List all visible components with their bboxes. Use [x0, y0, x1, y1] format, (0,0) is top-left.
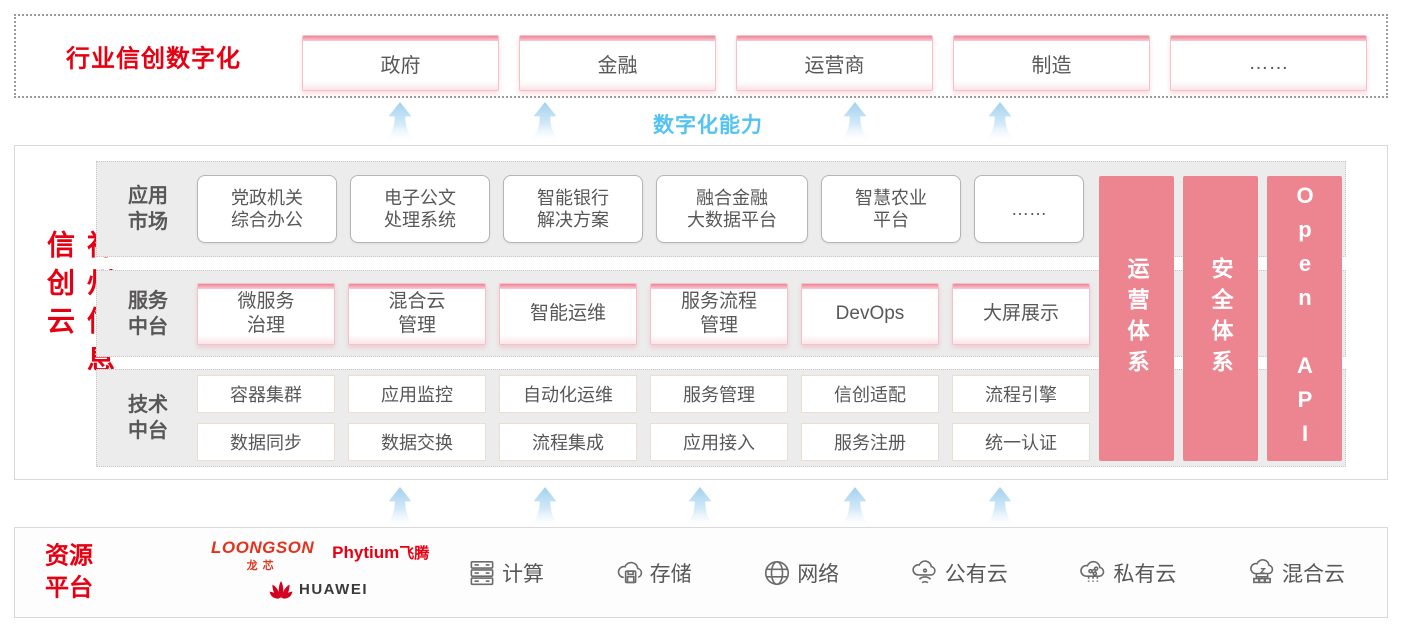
resource-item-hybrid-cloud: 混合云: [1247, 558, 1345, 588]
up-arrow-icon: [528, 102, 562, 143]
app-box-more: ……: [974, 175, 1084, 243]
industry-banner-title: 行业信创数字化: [66, 45, 241, 73]
tech-box: 服务注册: [801, 423, 939, 461]
tech-box: 流程集成: [499, 423, 637, 461]
app-box: 电子公文处理系统: [350, 175, 490, 243]
up-arrow-icon: [528, 487, 562, 528]
tech-box: 流程引擎: [952, 375, 1090, 413]
tech-box: 服务管理: [650, 375, 788, 413]
up-arrow-icon: [683, 487, 717, 528]
capability-label: 数字化能力: [653, 114, 763, 137]
up-arrow-icon: [838, 487, 872, 528]
tech-box: 自动化运维: [499, 375, 637, 413]
resource-panel: 资源 平台 LOONGSON 龙芯 Phytium飞腾: [14, 527, 1388, 618]
phytium-logo: Phytium飞腾: [332, 543, 430, 562]
compute-icon: [470, 560, 494, 585]
industry-item-finance: 金融: [519, 35, 716, 91]
resource-item-compute: 计算: [467, 558, 544, 588]
pillar-operations: 运营体系: [1099, 176, 1174, 461]
row-label-tech: 技术 中台: [128, 394, 168, 442]
resource-item-storage: 存储: [615, 558, 692, 588]
service-box: 微服务治理: [197, 282, 335, 345]
pillar-security: 安全体系: [1183, 176, 1258, 461]
resource-item-network: 网络: [762, 558, 839, 588]
industry-item-operator: 运营商: [736, 35, 933, 91]
up-arrow-icon: [838, 102, 872, 143]
service-box: 大屏展示: [952, 282, 1090, 345]
industry-banner: 行业信创数字化 政府 金融 运营商 制造 ……: [14, 14, 1388, 98]
hybrid-cloud-icon: [1250, 558, 1274, 583]
service-box: 智能运维: [499, 282, 637, 345]
industry-item-government: 政府: [302, 35, 499, 91]
storage-icon: [617, 561, 642, 583]
industry-item-more: ……: [1170, 35, 1367, 91]
tech-box: 数据交换: [348, 423, 486, 461]
up-arrow-icon: [383, 487, 417, 528]
industry-item-manufacturing: 制造: [953, 35, 1150, 91]
service-box: DevOps: [801, 282, 939, 345]
up-arrow-icon: [983, 102, 1017, 143]
app-box: 智慧农业平台: [821, 175, 961, 243]
row-label-service: 服务 中台: [128, 289, 168, 338]
up-arrow-icon: [383, 102, 417, 143]
tech-box: 容器集群: [197, 375, 335, 413]
tech-box: 信创适配: [801, 375, 939, 413]
pillar-open-api: Open API: [1267, 176, 1342, 461]
row-label-app-market: 应用 市场: [128, 185, 168, 233]
vendor-logos: LOONGSON 龙芯 Phytium飞腾 HUAW: [211, 538, 479, 599]
private-cloud-icon: [1080, 560, 1105, 582]
up-arrow-icon: [983, 487, 1017, 528]
network-icon: [765, 560, 790, 585]
loongson-logo: LOONGSON 龙芯: [211, 538, 315, 572]
industry-items: 政府 金融 运营商 制造 ……: [302, 35, 1367, 91]
resource-item-private-cloud: 私有云: [1078, 558, 1176, 588]
tech-box: 应用接入: [650, 423, 788, 461]
service-box: 服务流程管理: [650, 282, 788, 345]
app-box: 智能银行解决方案: [503, 175, 643, 243]
service-box: 混合云管理: [348, 282, 486, 345]
tech-box: 应用监控: [348, 375, 486, 413]
resource-item-public-cloud: 公有云: [910, 558, 1008, 588]
public-cloud-icon: [912, 559, 936, 583]
app-box: 党政机关综合办公: [197, 175, 337, 243]
tech-box: 数据同步: [197, 423, 335, 461]
tech-platform-row: 技术 中台 容器集群 应用监控 自动化运维 服务管理 信创适配 流程引擎 数据同…: [96, 369, 1346, 467]
huawei-flower-icon: [269, 581, 293, 599]
resource-title: 资源 平台: [45, 542, 93, 602]
huawei-logo: HUAWEI: [269, 580, 479, 599]
app-box: 融合金融大数据平台: [656, 175, 808, 243]
tech-box: 统一认证: [952, 423, 1090, 461]
